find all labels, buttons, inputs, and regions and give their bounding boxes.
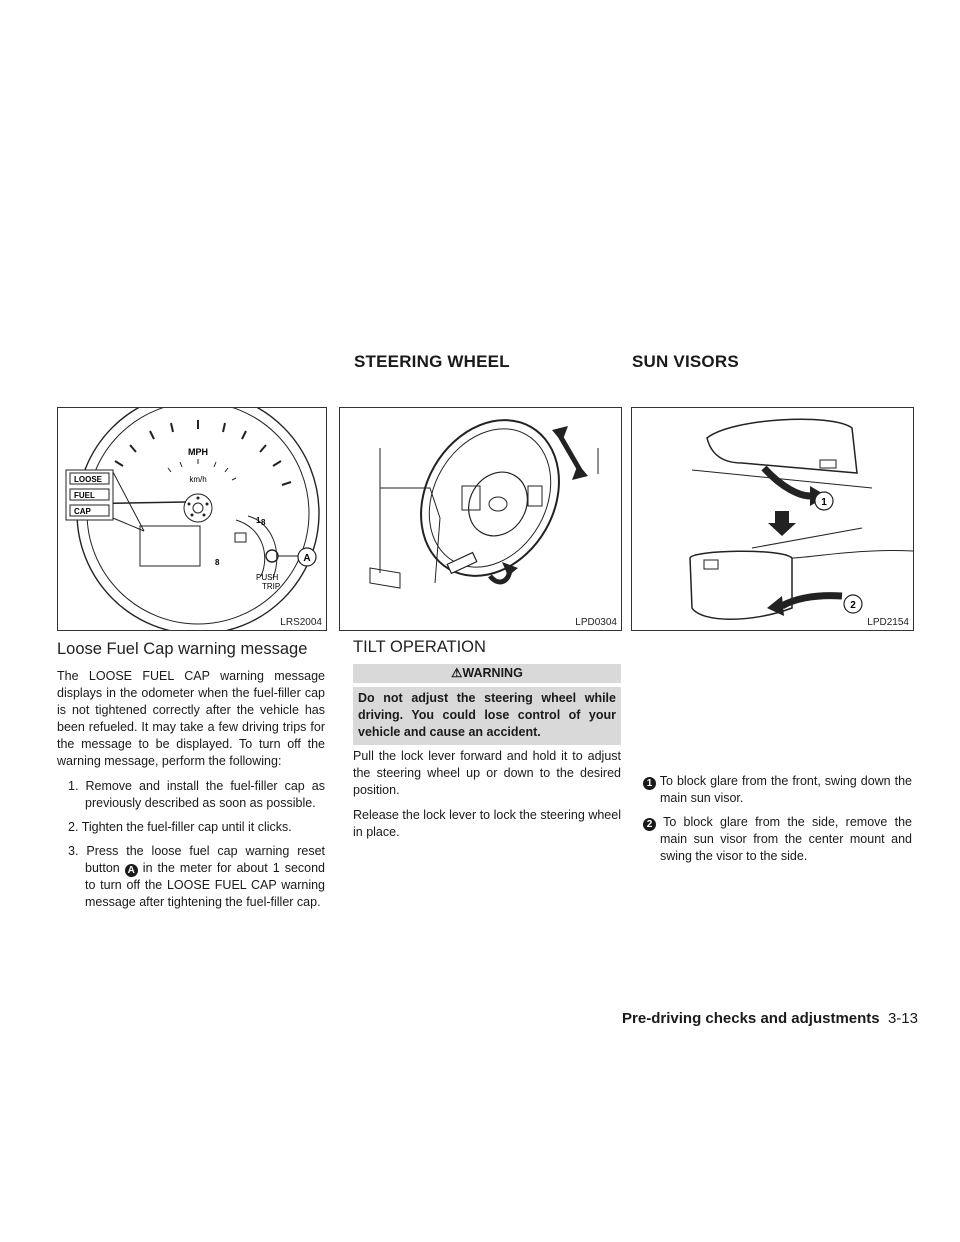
steering-wheel-illustration — [369, 419, 599, 589]
loose-label: LOOSE — [74, 475, 103, 484]
sun-visor-figure: 1 2 3 LPD2154 — [631, 407, 914, 631]
number-1-icon: 1 — [643, 777, 656, 790]
number-2-icon: 2 — [643, 818, 656, 831]
page-number: 3-13 — [887, 1010, 918, 1027]
warning-triangle-icon: ⚠ — [451, 666, 463, 680]
list-item: 1 To block glare from the front, swing d… — [632, 773, 912, 807]
figure-code: LPD2154 — [867, 617, 909, 628]
cap-label: CAP — [74, 507, 92, 516]
mph-label: MPH — [188, 447, 208, 457]
list-item: 3. Press the loose fuel cap warning rese… — [68, 844, 326, 909]
footer-section-name: Pre-driving checks and adjustments — [622, 1010, 880, 1027]
fuel-cap-section: Loose Fuel Cap warning message The LOOSE… — [57, 640, 325, 918]
tilt-title: TILT OPERATION — [353, 638, 486, 656]
list-item: 2 To block glare from the side, remove t… — [632, 814, 912, 865]
fuel-cap-title: Loose Fuel Cap warning message — [57, 640, 308, 658]
gauge-digit-low: 8 — [215, 558, 220, 567]
fuel-label: FUEL — [74, 491, 95, 500]
step2-callout: 2 — [850, 600, 856, 611]
step1-callout: 1 — [821, 497, 827, 508]
gauge-illustration: MPH km/h 1 8 8 LOOSE FUEL CAP A PUSH TRI… — [65, 408, 320, 630]
steering-wheel-heading: STEERING WHEEL — [354, 352, 510, 371]
gauge-digit-top: 1 — [256, 516, 261, 525]
steering-figure: LPD0304 — [339, 407, 622, 631]
warning-body: Do not adjust the steering wheel while d… — [353, 687, 621, 745]
tilt-paragraphs: Pull the lock lever forward and hold it … — [353, 748, 621, 849]
sun-visors-heading: SUN VISORS — [632, 352, 739, 371]
push-label: PUSH — [256, 573, 278, 582]
page-footer: Pre-driving checks and adjustments 3-13 — [622, 1010, 918, 1027]
warning-header: ⚠WARNING — [353, 664, 621, 683]
gauge-digit-mid: 8 — [261, 518, 266, 527]
fuel-cap-intro: The LOOSE FUEL CAP warning message displ… — [57, 669, 325, 768]
sun-visor-illustration: 1 2 3 — [689, 418, 913, 620]
fuel-pump-icon — [234, 532, 247, 543]
reset-button-icon — [265, 549, 279, 563]
marker-a-icon: A — [124, 864, 138, 877]
fuel-cap-figure: MPH km/h 1 8 8 LOOSE FUEL CAP A PUSH TRI… — [57, 407, 327, 631]
trip-label: TRIP — [262, 582, 280, 591]
kmh-label: km/h — [189, 475, 206, 484]
tilt-paragraph-2: Release the lock lever to lock the steer… — [353, 808, 621, 839]
list-item: 2. Tighten the fuel-filler cap until it … — [68, 820, 292, 834]
figure-code: LPD0304 — [575, 617, 617, 628]
figure-code: LRS2004 — [280, 617, 322, 628]
visor-section: 1 To block glare from the front, swing d… — [632, 773, 912, 872]
list-item: 1. Remove and install the fuel-filler ca… — [68, 779, 325, 810]
tilt-paragraph-1: Pull the lock lever forward and hold it … — [353, 749, 621, 797]
callout-a: A — [303, 553, 310, 564]
tilt-section: TILT OPERATION — [353, 638, 621, 666]
